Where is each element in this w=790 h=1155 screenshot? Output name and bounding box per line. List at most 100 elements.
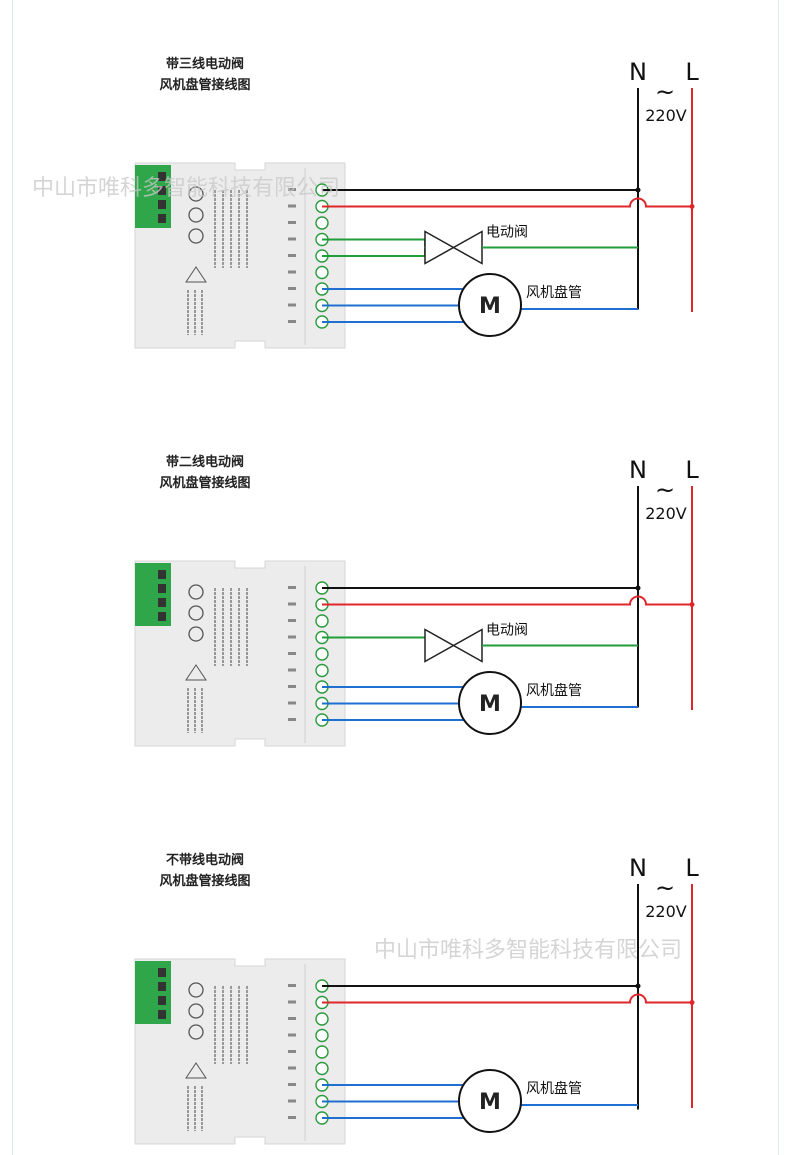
- diagram-title: 不带线电动阀: [166, 852, 244, 868]
- terminal-label-mark: [288, 303, 296, 307]
- neutral-label: N: [629, 456, 647, 484]
- controller-device: [134, 560, 346, 747]
- ce-icon: [188, 584, 204, 600]
- terminal-label-mark: [288, 1116, 296, 1119]
- connector-pin: [158, 584, 166, 593]
- terminal-label-mark: [288, 188, 296, 191]
- terminal: [315, 1012, 329, 1026]
- fan-coil-label: 风机盘管: [526, 682, 582, 699]
- fan-motor: M: [458, 671, 522, 735]
- terminal-label-mark: [288, 287, 296, 290]
- terminal-label-mark: [288, 602, 296, 606]
- neutral-label: N: [629, 58, 647, 86]
- motor-label: M: [479, 1090, 501, 1115]
- fan-motor: M: [458, 273, 522, 337]
- diagram-subtitle: 风机盘管接线图: [159, 873, 250, 889]
- live-wire: [322, 993, 692, 1004]
- terminal-label-mark: [288, 254, 296, 257]
- terminal: [315, 265, 329, 280]
- page-border-left: [12, 0, 13, 1155]
- terminal: [315, 614, 329, 628]
- connector-pin: [158, 982, 166, 991]
- terminal-label-mark: [288, 718, 296, 721]
- connector-pin: [158, 996, 166, 1005]
- terminal-label-mark: [288, 1050, 296, 1053]
- watermark: 中山市唯科多智能科技有限公司: [32, 176, 340, 201]
- neutral-label: N: [629, 854, 647, 882]
- terminal-label-mark: [288, 1033, 296, 1037]
- junction-dot: [635, 983, 641, 989]
- junction-dot: [689, 602, 695, 607]
- connector-pin: [158, 612, 166, 621]
- terminal-label-mark: [288, 1017, 296, 1020]
- terminal-label-mark: [288, 635, 296, 639]
- fan-coil-label: 风机盘管: [526, 284, 582, 301]
- motor-label: M: [479, 692, 501, 717]
- connector-pin: [158, 214, 166, 223]
- motor-symbol: [458, 671, 522, 735]
- voltage-label: 220V: [645, 106, 687, 125]
- terminal-label-mark: [288, 1083, 296, 1086]
- junction-dot: [635, 187, 641, 193]
- motor-symbol: [458, 1069, 522, 1133]
- terminal-label-mark: [288, 619, 296, 622]
- terminal-label-mark: [288, 652, 296, 655]
- watermark: 中山市唯科多智能科技有限公司: [374, 938, 682, 963]
- terminal: [315, 647, 329, 661]
- connector-pin: [158, 186, 166, 195]
- terminal-label-mark: [288, 221, 296, 224]
- connector-pin: [158, 172, 166, 181]
- recycle-icon: [188, 1024, 204, 1040]
- live-wire: [322, 197, 692, 208]
- warning-icon: [185, 266, 207, 283]
- ac-tilde: ~: [655, 78, 675, 106]
- terminal-label-mark: [288, 1066, 296, 1070]
- live-label: L: [685, 456, 699, 484]
- junction-dot: [689, 204, 695, 209]
- x-icon: [188, 605, 204, 621]
- fan-coil-label: 风机盘管: [526, 1080, 582, 1097]
- terminal-label-mark: [288, 685, 296, 688]
- page-border-right: [778, 0, 779, 1155]
- terminal-label-mark: [288, 204, 296, 208]
- ce-icon: [188, 982, 204, 998]
- connector-pin: [158, 200, 166, 209]
- valve-label: 电动阀: [486, 225, 528, 241]
- terminal-label-mark: [288, 320, 296, 323]
- motor-symbol: [458, 273, 522, 337]
- controller-device: [134, 958, 346, 1145]
- terminal-label-mark: [288, 270, 296, 274]
- junction-dot: [689, 1000, 695, 1005]
- terminal-label-mark: [288, 984, 296, 987]
- terminal-label-mark: [288, 1099, 296, 1103]
- ac-tilde: ~: [655, 874, 675, 902]
- voltage-label: 220V: [645, 504, 687, 523]
- ce-icon: [188, 186, 204, 202]
- warning-icon: [185, 664, 207, 681]
- voltage-label: 220V: [645, 902, 687, 921]
- terminal: [315, 1045, 329, 1059]
- terminal: [315, 1061, 329, 1076]
- terminal-label-mark: [288, 237, 296, 241]
- terminal-label-mark: [288, 701, 296, 705]
- recycle-icon: [188, 228, 204, 244]
- x-icon: [188, 207, 204, 223]
- fan-motor: M: [458, 1069, 522, 1133]
- diagram-subtitle: 风机盘管接线图: [159, 475, 250, 491]
- terminal: [315, 663, 329, 678]
- junction-dot: [635, 585, 641, 591]
- warning-icon: [185, 1062, 207, 1079]
- motor-label: M: [479, 294, 501, 319]
- terminal: [315, 1028, 329, 1043]
- recycle-icon: [188, 626, 204, 642]
- live-label: L: [685, 854, 699, 882]
- live-label: L: [685, 58, 699, 86]
- terminal: [315, 216, 329, 230]
- connector-pin: [158, 598, 166, 607]
- terminal-label-mark: [288, 586, 296, 589]
- valve-label: 电动阀: [486, 623, 528, 639]
